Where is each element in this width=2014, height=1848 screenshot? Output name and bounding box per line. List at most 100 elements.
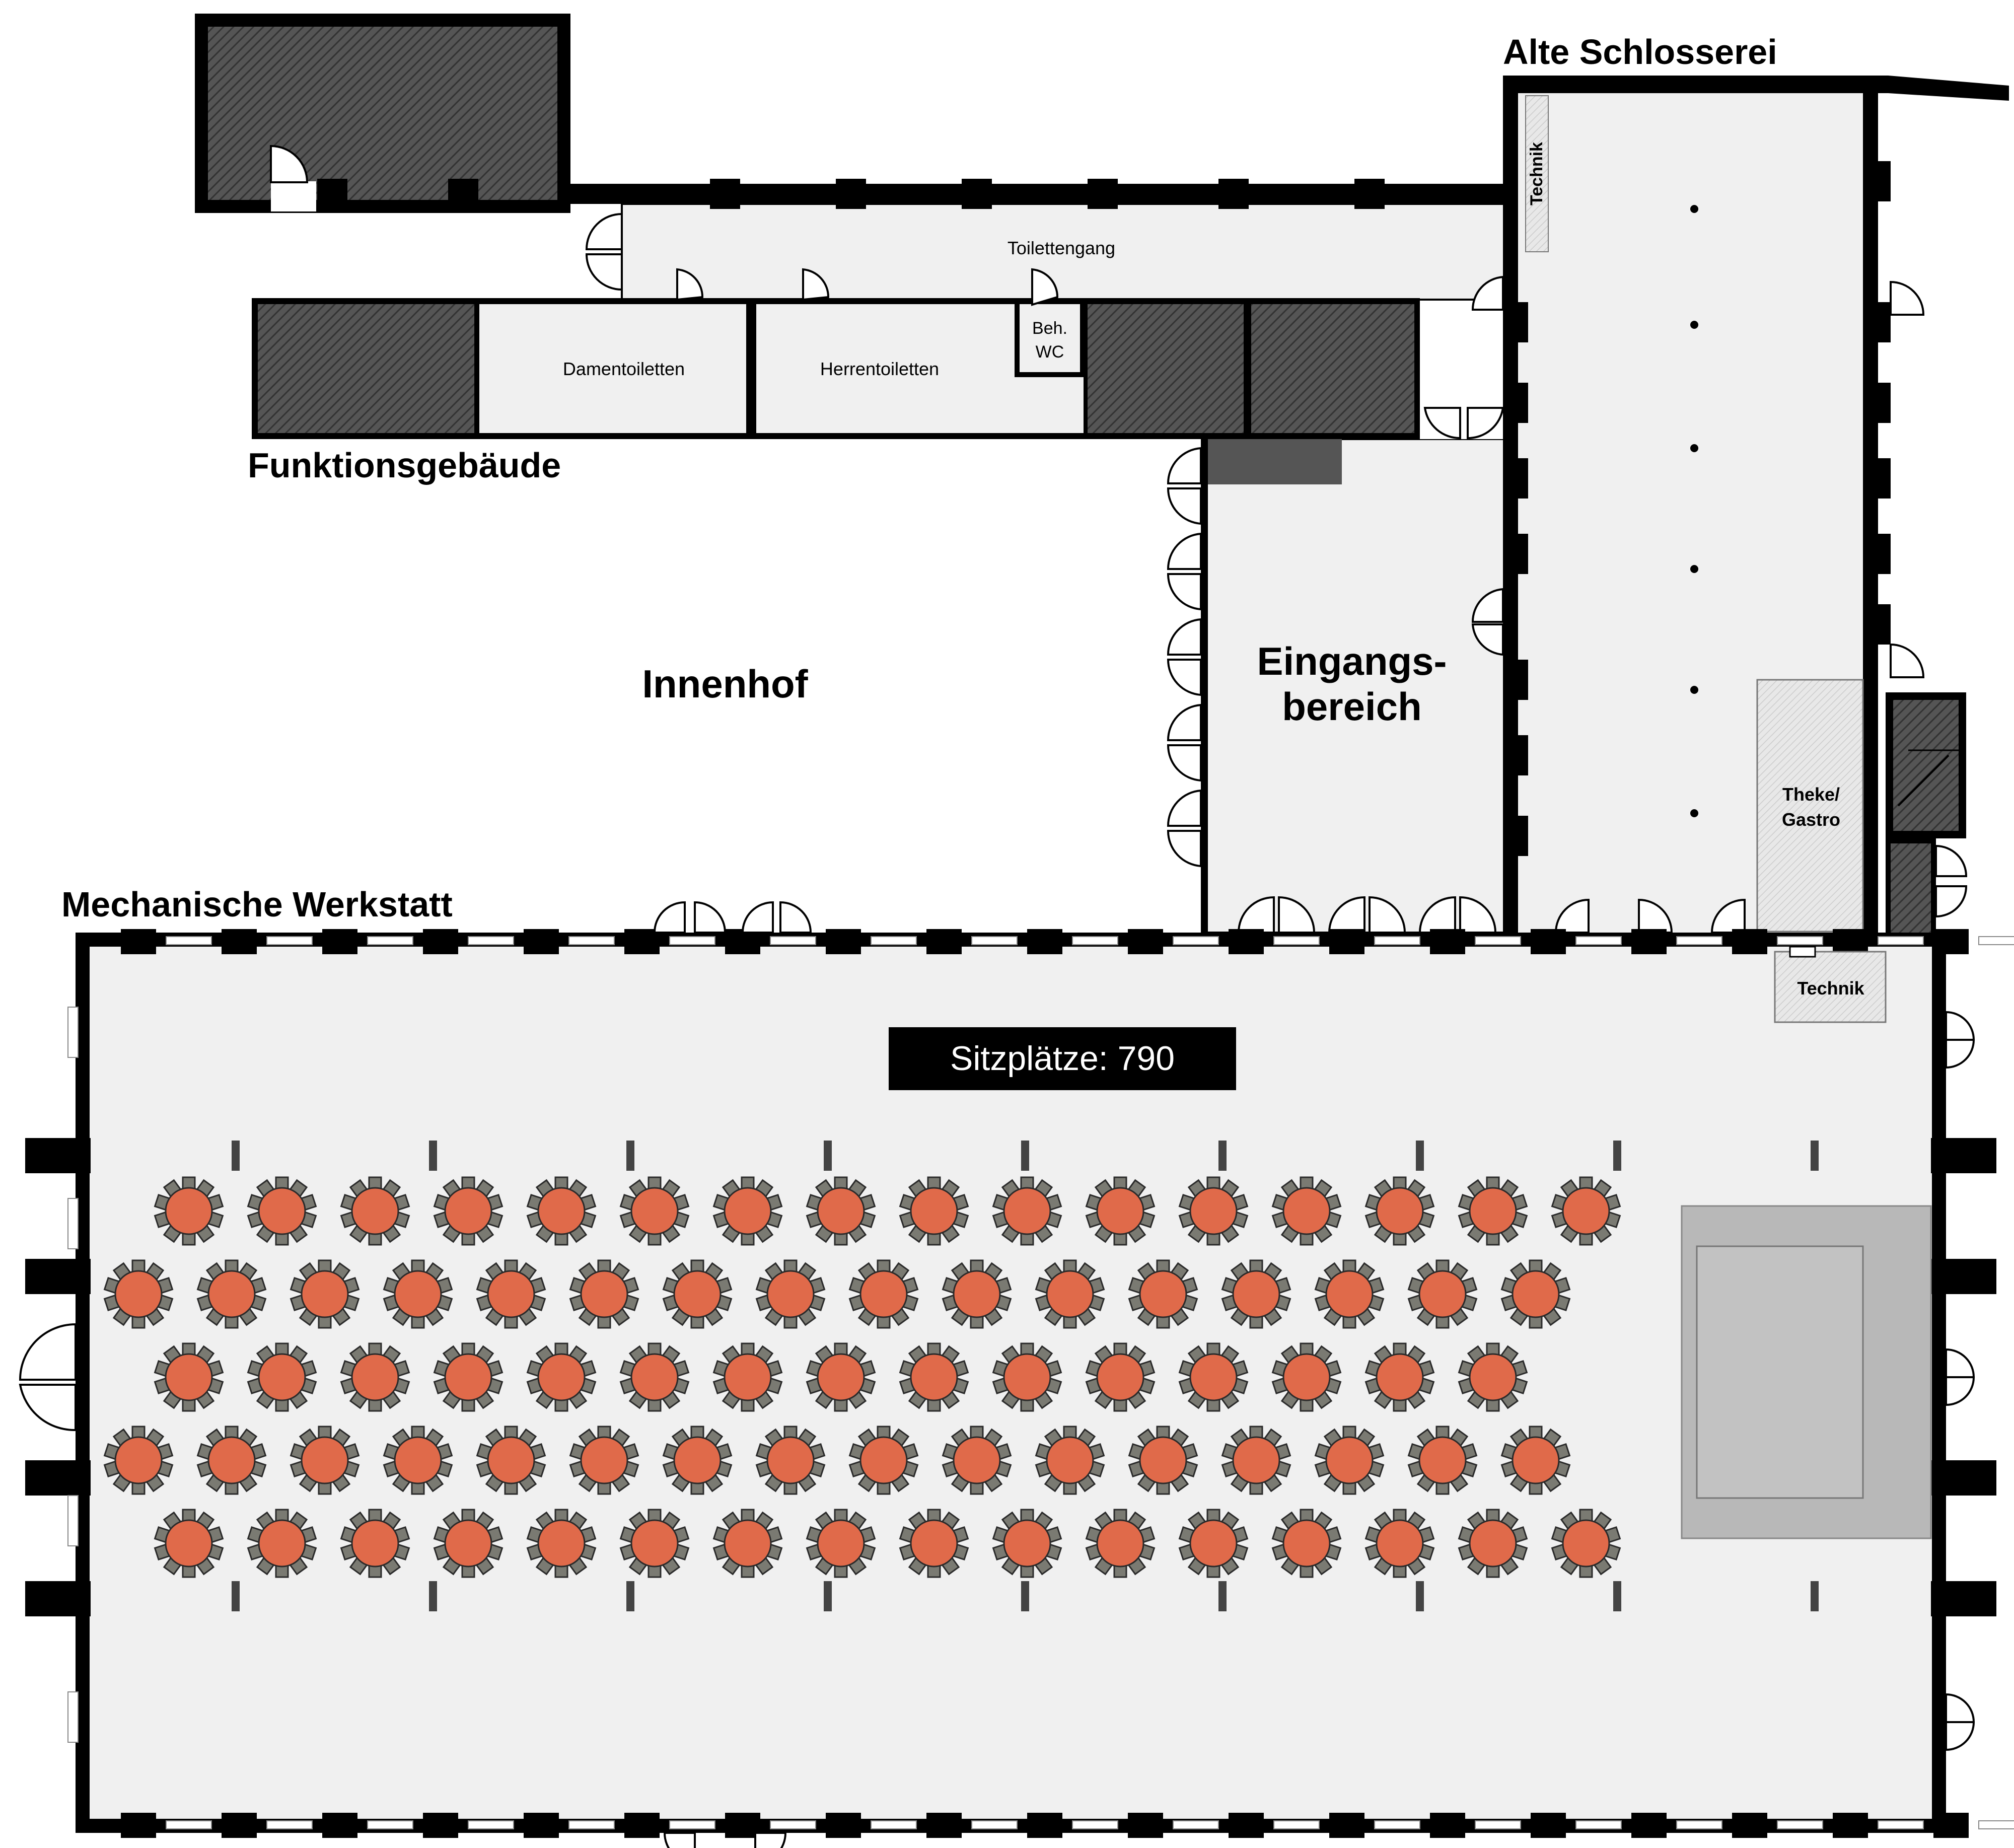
north-pier bbox=[1631, 929, 1667, 954]
round-table bbox=[1364, 1176, 1435, 1246]
table-top bbox=[394, 1436, 442, 1484]
label-eingangsbereich-1: Eingangs- bbox=[1257, 639, 1447, 683]
south-window bbox=[468, 1820, 514, 1829]
north-pier bbox=[1732, 929, 1767, 954]
east-doors bbox=[1945, 1011, 1975, 1751]
north-pier bbox=[222, 929, 257, 954]
round-table bbox=[526, 1342, 597, 1412]
table-top bbox=[1282, 1519, 1331, 1568]
funktionsgebaeude-building bbox=[252, 268, 1420, 439]
north-pier bbox=[1329, 929, 1364, 954]
north-pier bbox=[423, 929, 458, 954]
round-table bbox=[1035, 1426, 1105, 1495]
north-window bbox=[468, 936, 514, 945]
table-top bbox=[351, 1519, 399, 1568]
east-pier bbox=[1931, 1460, 1996, 1496]
seating-count-badge: Sitzplätze: 790 bbox=[889, 1027, 1236, 1090]
table-top bbox=[910, 1353, 958, 1401]
label-eingangsbereich-2: bereich bbox=[1282, 684, 1421, 729]
south-pier bbox=[926, 1813, 962, 1838]
round-table bbox=[1271, 1176, 1342, 1246]
round-table bbox=[1458, 1342, 1528, 1412]
stair-block bbox=[1886, 692, 1968, 939]
round-table bbox=[476, 1426, 546, 1495]
east-pier bbox=[1931, 1138, 1996, 1173]
round-table bbox=[154, 1176, 224, 1246]
storage-block-top-left bbox=[195, 14, 570, 213]
north-pier bbox=[1128, 929, 1163, 954]
table-top bbox=[1003, 1187, 1051, 1235]
west-pier bbox=[25, 1259, 91, 1294]
round-table bbox=[340, 1342, 410, 1412]
schlosserei-doors bbox=[1471, 275, 1925, 934]
table-top bbox=[165, 1519, 213, 1568]
table-top bbox=[537, 1353, 586, 1401]
round-table bbox=[526, 1176, 597, 1246]
round-table bbox=[1314, 1426, 1385, 1495]
south-pier bbox=[1329, 1813, 1364, 1838]
west-window bbox=[67, 1495, 79, 1546]
round-table bbox=[1458, 1509, 1528, 1578]
table-top bbox=[1189, 1353, 1238, 1401]
schlosserei-piers bbox=[1503, 161, 1891, 856]
north-pier bbox=[121, 929, 156, 954]
east-pier bbox=[1931, 1581, 1996, 1616]
south-pier bbox=[121, 1813, 156, 1838]
hall-column bbox=[1021, 1141, 1029, 1171]
table-top bbox=[673, 1436, 722, 1484]
corridor-wall-piers bbox=[317, 179, 1385, 209]
hall-columns bbox=[232, 1141, 1819, 1611]
table-top bbox=[207, 1436, 256, 1484]
round-table bbox=[154, 1342, 224, 1412]
table-top bbox=[537, 1519, 586, 1568]
table-top bbox=[724, 1519, 772, 1568]
round-table bbox=[1458, 1176, 1528, 1246]
north-window bbox=[266, 936, 313, 945]
round-table bbox=[569, 1259, 639, 1329]
round-table bbox=[1271, 1342, 1342, 1412]
round-table bbox=[433, 1342, 503, 1412]
south-pier bbox=[222, 1813, 257, 1838]
schlosserei-columns bbox=[1690, 205, 1698, 817]
table-top bbox=[724, 1353, 772, 1401]
label-beh-wc-2: WC bbox=[1036, 342, 1064, 362]
table-top bbox=[258, 1519, 306, 1568]
table-top bbox=[766, 1436, 815, 1484]
table-top bbox=[1469, 1353, 1517, 1401]
north-window bbox=[1374, 936, 1420, 945]
table-top bbox=[1046, 1436, 1094, 1484]
table-top bbox=[1096, 1519, 1144, 1568]
table-top bbox=[724, 1187, 772, 1235]
hall-column bbox=[1218, 1581, 1227, 1611]
round-table bbox=[1128, 1259, 1198, 1329]
hall-column bbox=[1811, 1141, 1819, 1171]
table-top bbox=[1418, 1436, 1467, 1484]
round-table bbox=[1551, 1509, 1621, 1578]
north-window bbox=[871, 936, 917, 945]
south-wall-piers bbox=[121, 1813, 2014, 1838]
label-innenhof: Innenhof bbox=[642, 662, 808, 706]
eingangsbereich-area bbox=[1167, 398, 1509, 934]
table-top bbox=[165, 1353, 213, 1401]
table-top bbox=[114, 1270, 163, 1318]
round-table bbox=[1314, 1259, 1385, 1329]
table-top bbox=[1512, 1436, 1560, 1484]
vestibule-west-doors bbox=[1167, 447, 1202, 868]
table-top bbox=[766, 1270, 815, 1318]
table-top bbox=[673, 1270, 722, 1318]
north-pier bbox=[1933, 929, 1969, 954]
hall-column bbox=[232, 1141, 240, 1171]
round-table bbox=[1128, 1426, 1198, 1495]
hall-column bbox=[1416, 1141, 1424, 1171]
south-pier bbox=[1128, 1813, 1163, 1838]
label-technik-bottom: Technik bbox=[1797, 978, 1864, 999]
south-pier bbox=[1732, 1813, 1767, 1838]
round-table bbox=[992, 1342, 1062, 1412]
south-window bbox=[1173, 1820, 1219, 1829]
label-technik-top: Technik bbox=[1527, 142, 1546, 205]
vestibule-top-door bbox=[1423, 407, 1504, 440]
south-window bbox=[1475, 1820, 1521, 1829]
hall-column bbox=[1613, 1581, 1621, 1611]
south-window bbox=[1273, 1820, 1320, 1829]
round-table bbox=[1271, 1509, 1342, 1578]
